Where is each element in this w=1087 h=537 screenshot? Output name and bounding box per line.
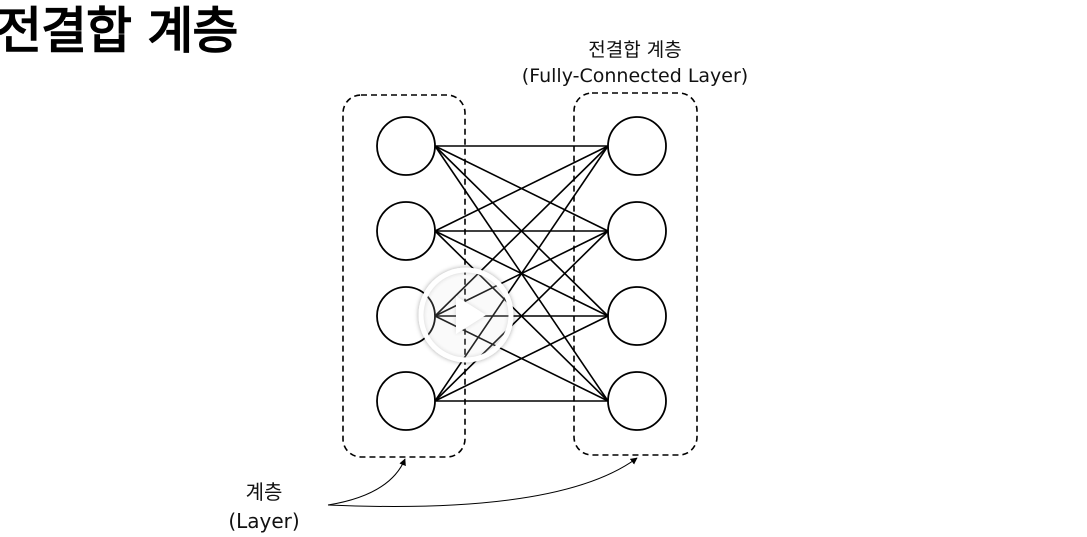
left-node-1 xyxy=(376,116,436,176)
layer-label: 계층 (Layer) xyxy=(200,478,328,536)
fc-layer-label-english: (Fully-Connected Layer) xyxy=(521,65,749,87)
right-node-3 xyxy=(607,286,667,346)
play-button[interactable] xyxy=(418,267,514,363)
left-layer-box xyxy=(342,94,466,458)
play-icon xyxy=(456,296,486,334)
neuron-nodes xyxy=(376,116,667,431)
right-layer-box xyxy=(573,92,698,456)
right-node-4 xyxy=(607,371,667,431)
fc-layer-label: 전결합 계층 (Fully-Connected Layer) xyxy=(500,37,770,89)
right-node-1 xyxy=(607,116,667,176)
left-node-4 xyxy=(376,371,436,431)
layer-label-korean: 계층 xyxy=(245,480,283,504)
right-node-2 xyxy=(607,201,667,261)
edge-l4-r3 xyxy=(434,315,609,402)
left-node-2 xyxy=(376,201,436,261)
fc-layer-label-korean: 전결합 계층 xyxy=(588,39,682,61)
arrow-to-right-layer xyxy=(327,457,638,507)
arrow-to-left-layer xyxy=(327,458,406,506)
edge-l2-r1 xyxy=(434,145,609,232)
edge-l4-r2 xyxy=(434,230,609,402)
page-title: 전결합 계층 xyxy=(0,2,238,60)
layer-label-english: (Layer) xyxy=(228,509,300,533)
